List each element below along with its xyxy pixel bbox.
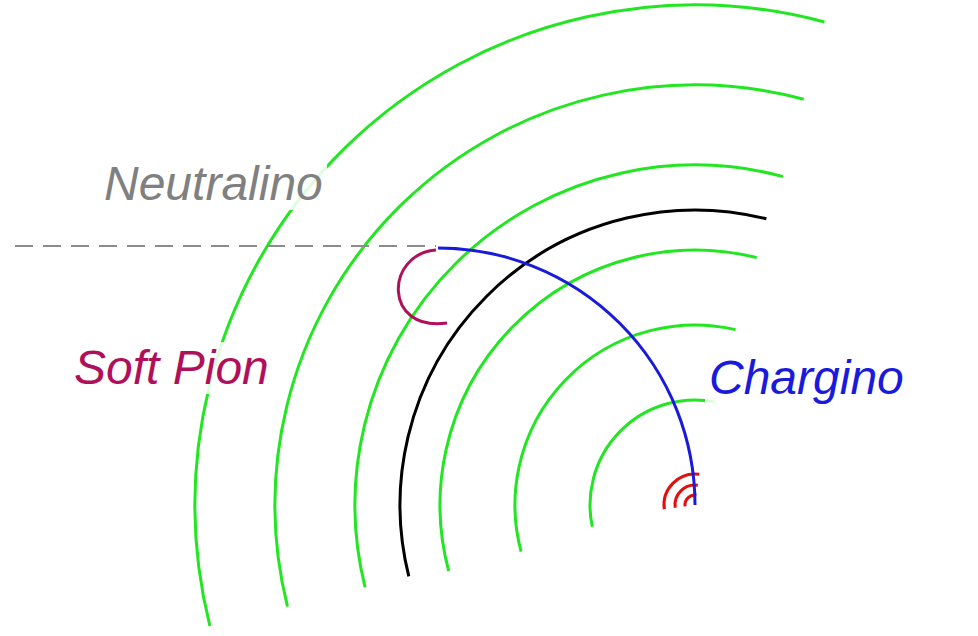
particle-label: Neutralino: [100, 158, 327, 210]
soft-pion-track: [398, 250, 447, 324]
particle-label: Soft Pion: [70, 342, 273, 394]
neutralino-track: [15, 245, 436, 247]
tracker-layer: [590, 400, 715, 527]
tracker-layer: [195, 5, 824, 626]
tracker-layer: [275, 85, 804, 607]
tracker-layer: [440, 250, 757, 571]
particle-label: Chargino: [705, 352, 908, 404]
chargino-track: [438, 248, 695, 505]
tracker-layer: [515, 325, 736, 552]
